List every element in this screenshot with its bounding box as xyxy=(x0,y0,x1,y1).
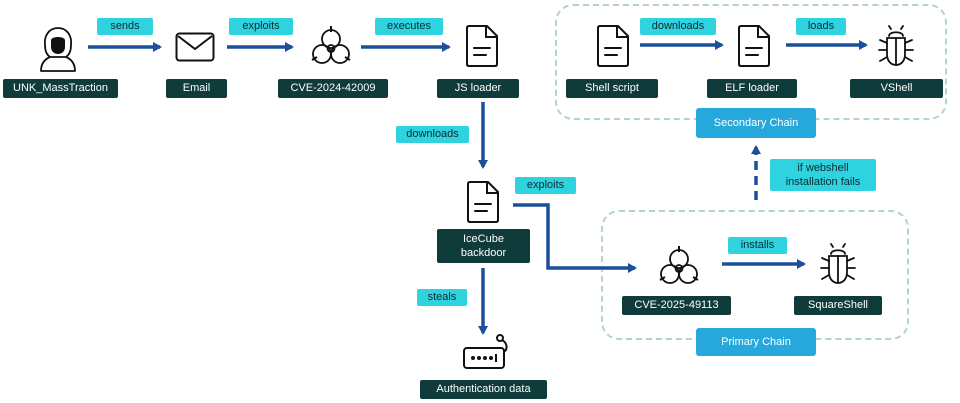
document-icon xyxy=(466,25,498,67)
password-field-icon xyxy=(463,334,508,369)
edge-label-exploits: exploits xyxy=(229,18,293,35)
biohazard-icon xyxy=(311,26,351,64)
edge-label-downloads: downloads xyxy=(396,126,469,143)
edge-label-executes: executes xyxy=(375,18,443,35)
document-icon xyxy=(597,25,629,67)
edge-label-loads: loads xyxy=(796,18,846,35)
node-elf-loader: ELF loader xyxy=(707,79,797,98)
bug-icon xyxy=(878,25,914,66)
envelope-icon xyxy=(175,32,215,62)
node-cve-2025-49113: CVE-2025-49113 xyxy=(622,296,731,315)
edge-label-installs: installs xyxy=(728,237,787,254)
chain-label-primary: Primary Chain xyxy=(696,328,816,356)
node-authentication-data: Authentication data xyxy=(420,380,547,399)
edge-label-steals: steals xyxy=(417,289,467,306)
edge-label-sends: sends xyxy=(97,18,153,35)
node-icecube-backdoor: IceCube backdoor xyxy=(437,229,530,263)
document-icon xyxy=(467,181,499,223)
chain-label-secondary: Secondary Chain xyxy=(696,108,816,138)
node-squareshell: SquareShell xyxy=(794,296,882,315)
biohazard-icon xyxy=(659,246,699,284)
hooded-hacker-icon xyxy=(40,27,76,72)
node-actor: UNK_MassTraction xyxy=(3,79,118,98)
node-js-loader: JS loader xyxy=(437,79,519,98)
arrow-exploits-cve-2025 xyxy=(513,203,637,273)
node-shell-script: Shell script xyxy=(566,79,658,98)
node-vshell: VShell xyxy=(850,79,943,98)
edge-label-downloads: downloads xyxy=(640,18,716,35)
edge-label-fallback: if webshell installation fails xyxy=(770,159,876,191)
bug-icon xyxy=(820,243,856,284)
node-cve-2024-42009: CVE-2024-42009 xyxy=(278,79,388,98)
edge-label-exploits: exploits xyxy=(515,177,576,194)
node-email: Email xyxy=(166,79,227,98)
document-icon xyxy=(738,25,770,67)
